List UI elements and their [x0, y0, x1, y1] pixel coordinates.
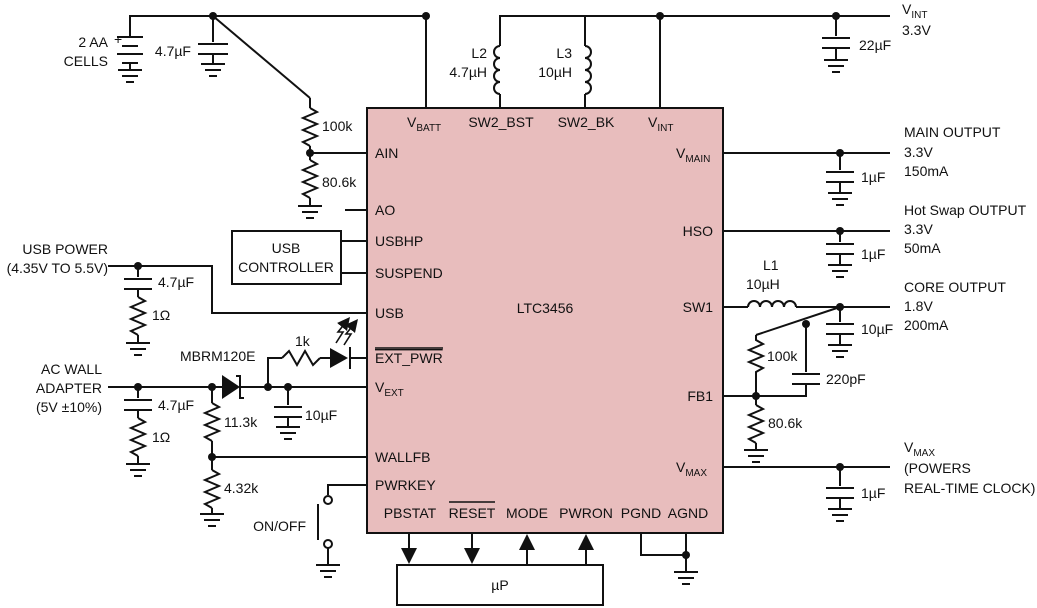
- battery-plus: +: [114, 31, 122, 47]
- cap-vmax-label: 1µF: [861, 485, 885, 501]
- pin-usb: USB: [375, 305, 404, 321]
- r-wall-top-label: 11.3k: [224, 414, 258, 430]
- usb-power-range: (4.35V TO 5.5V): [7, 260, 108, 276]
- cap-ac-label: 4.7µF: [158, 397, 194, 413]
- cap-main-label: 1µF: [861, 169, 885, 185]
- onoff-switch[interactable]: [316, 484, 367, 578]
- diode-label: MBRM120E: [180, 348, 255, 364]
- cap-hs-label: 1µF: [861, 246, 885, 262]
- pin-pwron: PWRON: [559, 505, 613, 521]
- cap-ff-label: 220pF: [826, 371, 866, 387]
- bottom-connections: [401, 533, 698, 585]
- pin-vint: VINT: [648, 114, 673, 134]
- pin-suspend: SUSPEND: [375, 265, 443, 281]
- r-fb-top-label: 100k: [767, 348, 798, 364]
- cap-batt-label: 4.7µF: [155, 43, 191, 59]
- r-ac-label: 1Ω: [152, 429, 170, 445]
- pin-pbstat: PBSTAT: [384, 505, 437, 521]
- ic-body: [366, 107, 724, 534]
- usb-controller-box: [231, 230, 342, 285]
- microprocessor-box: [396, 564, 604, 606]
- l3-value: 10µH: [538, 64, 572, 80]
- battery-label-2: CELLS: [64, 53, 108, 69]
- cap-vint-label: 22µF: [859, 37, 891, 53]
- ac-adapter-section: [108, 317, 367, 527]
- main-out-title: MAIN OUTPUT: [904, 124, 1001, 140]
- pin-hso: HSO: [683, 223, 713, 239]
- pin-vext: VEXT: [375, 379, 404, 399]
- pin-wallfb: WALLFB: [375, 449, 431, 465]
- r-ain-bot-label: 80.6k: [322, 174, 357, 190]
- pin-vbatt: VBATT: [407, 114, 441, 134]
- r-ain-top-label: 100k: [322, 118, 353, 134]
- l2-name: L2: [471, 45, 487, 61]
- main-out-current: 150mA: [904, 163, 949, 179]
- r-usb-label: 1Ω: [152, 307, 170, 323]
- cap-usb-label: 4.7µF: [158, 274, 194, 290]
- usb-power-label: USB POWER: [22, 241, 108, 257]
- pin-ain: AIN: [375, 145, 398, 161]
- vmax-output: [723, 463, 890, 522]
- main-output: [723, 149, 890, 206]
- r-led-label: 1k: [295, 333, 311, 349]
- usb-power-section: [108, 262, 367, 356]
- r-wall-bot-label: 4.32k: [224, 480, 259, 496]
- battery-label-1: 2 AA: [78, 34, 108, 50]
- l1-value: 10µH: [746, 276, 780, 292]
- pin-ao: AO: [375, 202, 395, 218]
- ac-label-1: AC WALL: [41, 361, 102, 377]
- pin-pwrkey: PWRKEY: [375, 477, 436, 493]
- vmax-out-line2: REAL-TIME CLOCK): [904, 480, 1035, 496]
- pin-vmax: VMAX: [676, 459, 707, 479]
- pin-reset: RESET: [449, 505, 496, 521]
- r-fb-bot-label: 80.6k: [768, 415, 803, 431]
- pin-sw2-bst: SW2_BST: [468, 114, 534, 130]
- vmax-out-line1: (POWERS: [904, 460, 971, 476]
- vint-out-value: 3.3V: [902, 22, 931, 38]
- onoff-label: ON/OFF: [253, 518, 306, 534]
- vint-output: [585, 12, 890, 108]
- core-out-current: 200mA: [904, 317, 949, 333]
- hso-output: [723, 227, 890, 278]
- vint-out-label: VINT: [902, 1, 927, 21]
- pin-agnd: AGND: [668, 505, 708, 521]
- microprocessor-label: µP: [491, 577, 508, 593]
- core-out-title: CORE OUTPUT: [904, 279, 1006, 295]
- hs-out-title: Hot Swap OUTPUT: [904, 202, 1027, 218]
- pin-vmain: VMAIN: [676, 145, 710, 165]
- hs-out-current: 50mA: [904, 240, 941, 256]
- l2-value: 4.7µH: [449, 64, 487, 80]
- pin-fb1: FB1: [687, 388, 713, 404]
- pin-sw2-bk: SW2_BK: [558, 114, 615, 130]
- ic-name: LTC3456: [517, 300, 574, 316]
- ac-label-2: ADAPTER: [36, 380, 102, 396]
- usb-controller-label-1: USB: [272, 240, 301, 256]
- pin-mode: MODE: [506, 505, 548, 521]
- core-out-voltage: 1.8V: [904, 298, 933, 314]
- pin-sw1: SW1: [683, 299, 714, 315]
- vmax-out-label: VMAX: [904, 439, 935, 459]
- inductors-top: [493, 15, 592, 108]
- ain-divider: [298, 149, 367, 219]
- ac-label-3: (5V ±10%): [36, 399, 102, 415]
- pin-usbhp: USBHP: [375, 233, 423, 249]
- l1-name: L1: [763, 257, 779, 273]
- pin-pgnd: PGND: [621, 505, 661, 521]
- cap-vext-label: 10µF: [305, 407, 337, 423]
- hs-out-voltage: 3.3V: [904, 221, 933, 237]
- main-out-voltage: 3.3V: [904, 144, 933, 160]
- usb-controller-label-2: CONTROLLER: [238, 259, 334, 275]
- core-output: [723, 300, 890, 463]
- cap-core-label: 10µF: [861, 321, 893, 337]
- l3-name: L3: [556, 45, 572, 61]
- pin-ext-pwr: EXT_PWR: [375, 350, 443, 366]
